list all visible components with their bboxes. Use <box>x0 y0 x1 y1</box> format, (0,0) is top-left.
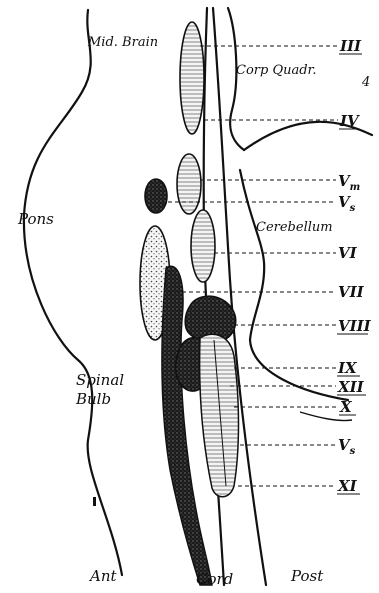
label-cord: Cord <box>196 570 233 588</box>
nerve-IV: IV <box>339 112 360 130</box>
label-post: Post <box>290 567 324 585</box>
nerve-Vm: Vm <box>338 172 360 193</box>
stray-mark <box>93 497 96 506</box>
nerve-VI: VI <box>338 244 358 262</box>
nerve-Vs: Vs <box>338 193 356 214</box>
label-pons: Pons <box>17 210 54 228</box>
nerve-IX: IX <box>337 359 358 377</box>
corp-quadr-contour <box>228 8 244 150</box>
motor-trigeminal-nucleus <box>177 154 201 214</box>
abducens-nucleus <box>191 210 215 282</box>
nerve-XII: XII <box>337 378 365 396</box>
label-corp-quadr: Corp Quadr. <box>236 63 316 78</box>
nerve-X: X <box>339 398 353 416</box>
midline-dorsal <box>213 8 266 585</box>
nerve-Vs2-sub: s <box>350 446 356 457</box>
nerve-III: III <box>339 37 362 55</box>
label-corner-mark: 4 <box>361 75 370 90</box>
sensory-trigeminal-dark <box>145 179 167 213</box>
anterior-contour <box>24 10 122 575</box>
nerve-Vm-sub: m <box>350 182 361 193</box>
hypoglossal-column <box>200 334 239 497</box>
nerve-VIII: VIII <box>338 317 372 335</box>
label-bulb: Bulb <box>75 390 111 408</box>
label-spinal: Spinal <box>76 371 124 389</box>
label-mid-brain: Mid. Brain <box>87 35 158 50</box>
cerebellum-lower <box>240 170 348 400</box>
oculomotor-nucleus <box>180 22 204 134</box>
label-cerebellum: Cerebellum <box>256 220 333 235</box>
nerve-Vs-sub: s <box>350 203 356 214</box>
nerve-VII: VII <box>338 283 365 301</box>
label-ant: Ant <box>88 567 117 585</box>
nerve-XI: XI <box>337 477 358 495</box>
nerve-Vs2: Vs <box>338 436 356 457</box>
